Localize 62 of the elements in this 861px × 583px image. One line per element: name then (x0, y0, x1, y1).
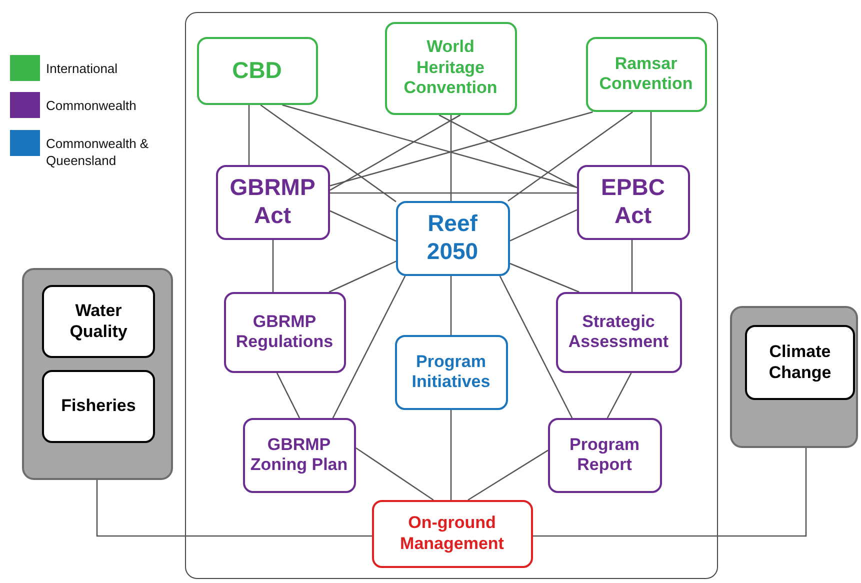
connector-line (438, 114, 578, 188)
group-panel (22, 268, 173, 480)
node-label: EPBC Act (600, 174, 666, 230)
connector-line (96, 480, 372, 537)
node-label: GBRMP Regulations (234, 312, 334, 352)
connector-line (276, 372, 300, 418)
process-box (242, 418, 356, 492)
process-box (394, 334, 508, 410)
connector-line (260, 104, 396, 202)
process-box (556, 292, 682, 372)
process-box (42, 285, 155, 358)
process-box (586, 36, 706, 112)
connector-line (328, 260, 396, 293)
node-label: Reef 2050 (426, 210, 480, 266)
connector-line (330, 114, 461, 191)
node-label: GBRMP Act (228, 174, 316, 230)
node-label: World Heritage Convention (402, 37, 498, 99)
connector-line (332, 276, 406, 418)
connector-line (272, 240, 274, 292)
group-panel (730, 306, 858, 448)
connector-line (650, 112, 652, 165)
legend-label: International (46, 60, 119, 77)
process-box (396, 200, 510, 276)
connector-line (356, 447, 434, 501)
node-label: Strategic Assessment (567, 312, 670, 352)
node-label: On-ground Management (399, 513, 505, 554)
node-label: Water Quality (68, 301, 128, 342)
process-box (196, 36, 318, 104)
node-label: Program Report (568, 434, 640, 476)
connector-line (468, 450, 548, 501)
connector-line (499, 276, 573, 418)
connector-line (631, 240, 633, 292)
process-box (216, 164, 330, 240)
connector-line (510, 262, 580, 293)
connector-line (508, 111, 633, 202)
connector-line (450, 115, 452, 201)
node-label: Ramsar Convention (598, 54, 694, 94)
connector-line (510, 209, 578, 242)
node-label: CBD (231, 56, 283, 84)
legend-label: Commonwealth (46, 97, 138, 114)
connector-line (330, 210, 396, 242)
process-box (745, 325, 855, 400)
process-box (384, 22, 516, 114)
connector-line (282, 104, 578, 188)
process-box (42, 370, 155, 443)
connector-line (330, 111, 593, 186)
node-label: Climate Change (768, 342, 832, 383)
legend-label: Commonwealth & Queensland (46, 135, 150, 169)
connector-line (248, 105, 250, 165)
frame-panel (185, 12, 718, 579)
connector-line (606, 372, 632, 418)
connector-line (450, 410, 452, 500)
process-box (224, 292, 346, 372)
connector-line (330, 192, 577, 194)
connector-line (450, 276, 452, 335)
node-label: Program Initiatives (410, 352, 492, 392)
connector-line (533, 448, 807, 537)
node-label: GBRMP Zoning Plan (249, 434, 349, 476)
process-box (576, 164, 690, 240)
process-box (548, 418, 662, 492)
node-label: Fisheries (60, 396, 137, 417)
process-box (372, 500, 532, 568)
